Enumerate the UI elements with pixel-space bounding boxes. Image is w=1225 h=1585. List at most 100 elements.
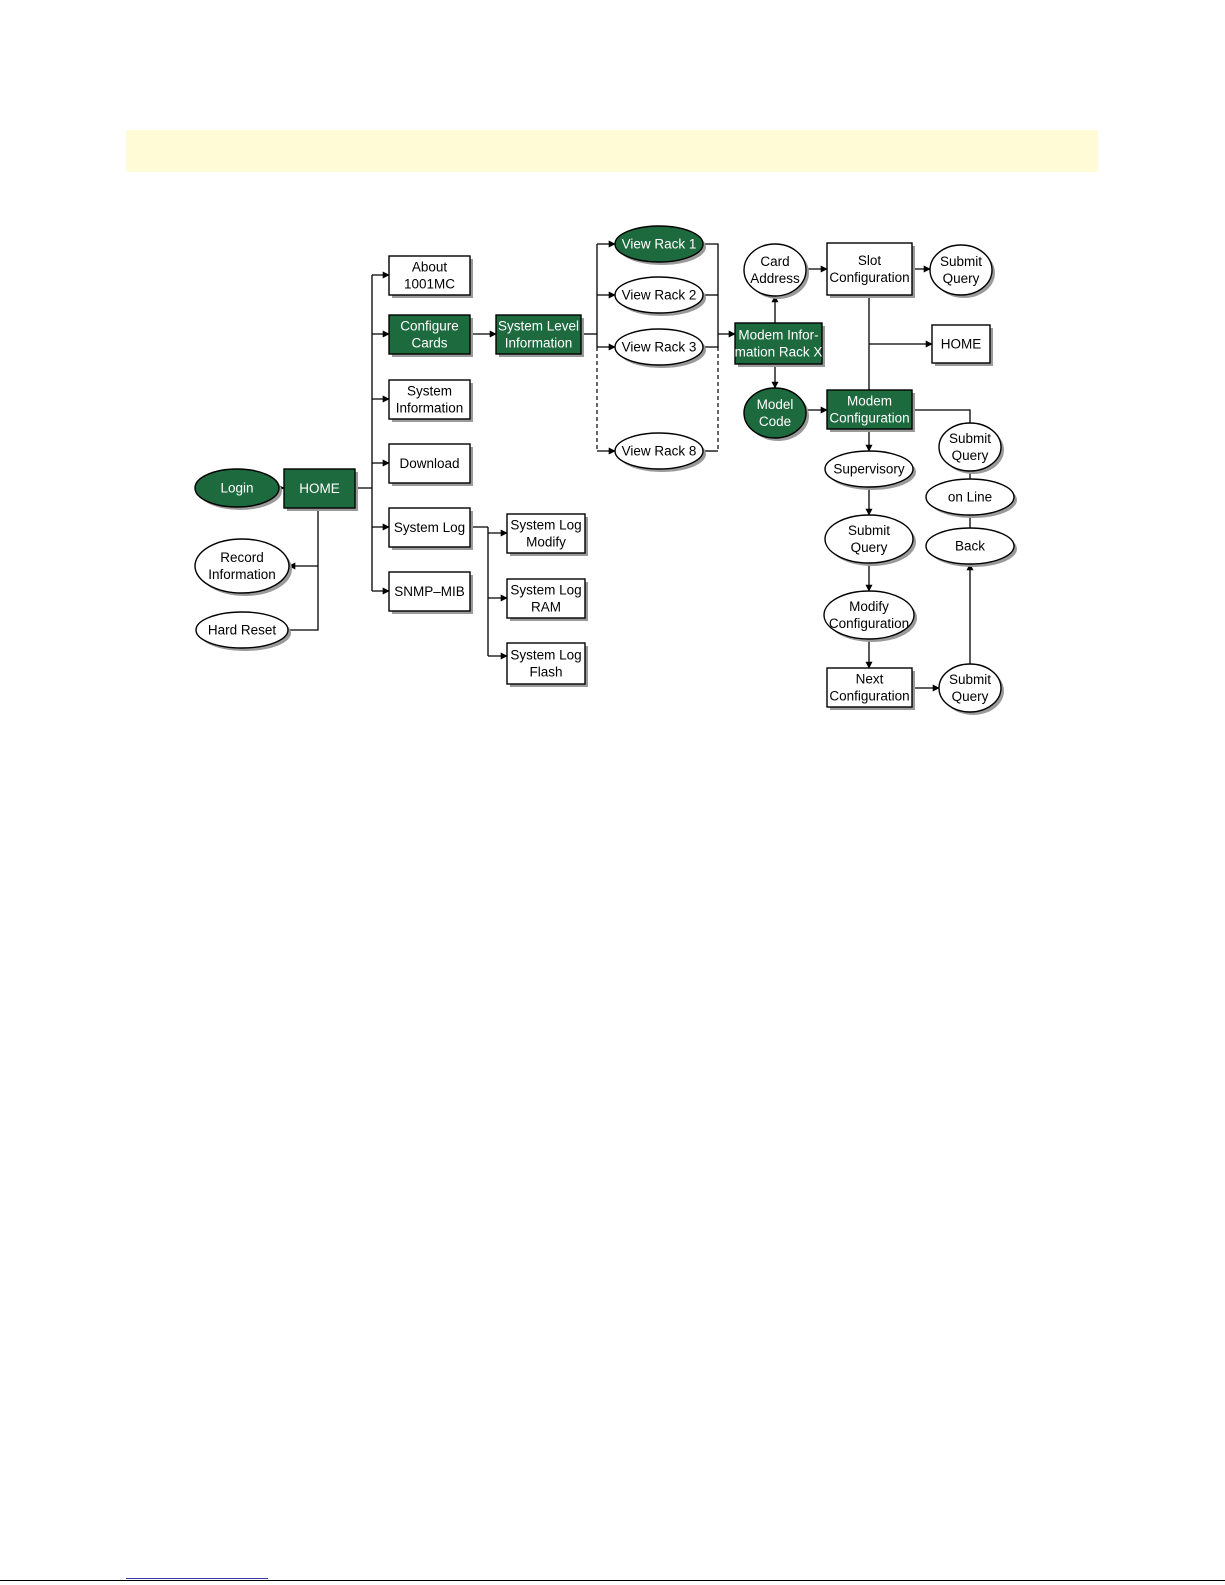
node-about: About 1001MC (388, 255, 473, 298)
node-label: Configuration (829, 411, 909, 426)
node-rack3: View Rack 3 (614, 328, 706, 368)
node-box (495, 314, 582, 355)
node-label: Configure (400, 319, 459, 334)
node-home2: HOME (931, 324, 993, 366)
node-label: Download (399, 456, 459, 471)
node-label: View Rack 2 (622, 288, 697, 303)
node-label: About (412, 260, 448, 275)
node-label: 1001MC (404, 277, 455, 292)
node-label: RAM (531, 600, 561, 615)
node-hardreset: Hard Reset (195, 611, 291, 651)
node-box (283, 468, 356, 509)
node-label: mation Rack X (735, 345, 823, 360)
node-box (506, 642, 586, 685)
node-label: Card (760, 254, 789, 269)
node-label: Information (396, 401, 464, 416)
connectors (277, 240, 974, 692)
node-label: Query (943, 271, 980, 286)
node-modeminfo: Modem Infor-mation Rack X (734, 322, 825, 367)
node-label: Modify (849, 599, 889, 614)
node-box (826, 667, 913, 708)
node-label: View Rack 1 (622, 237, 697, 252)
node-label: Code (759, 414, 791, 429)
node-ellipse (938, 422, 1002, 472)
node-syslog: System Log (388, 507, 473, 550)
node-label: HOME (941, 337, 982, 352)
node-label: Query (851, 540, 888, 555)
node-box (388, 571, 471, 612)
node-label: System Log (510, 583, 581, 598)
node-label: Configuration (829, 689, 909, 704)
node-label: Submit (848, 523, 890, 538)
node-ellipse (194, 538, 290, 594)
node-label: Modem Infor- (738, 328, 818, 343)
node-ellipse (614, 432, 704, 470)
node-online: on Line (925, 478, 1017, 518)
node-box (388, 507, 471, 548)
node-label: SNMP–MIB (394, 584, 465, 599)
node-ellipse (614, 328, 704, 366)
node-back: Back (925, 527, 1017, 567)
node-label: Supervisory (833, 462, 905, 477)
node-ellipse (925, 527, 1015, 565)
node-label: System Log (510, 648, 581, 663)
node-label: Query (952, 448, 989, 463)
node-rack1: View Rack 1 (614, 225, 706, 265)
node-label: Modem (847, 394, 892, 409)
node-ellipse (195, 611, 289, 649)
node-label: Flash (529, 665, 562, 680)
header-banner (126, 130, 1098, 172)
node-snmp: SNMP–MIB (388, 571, 473, 614)
node-box (388, 443, 471, 484)
node-label: System Level (498, 319, 579, 334)
node-rack2: View Rack 2 (614, 276, 706, 316)
node-label: Information (505, 336, 573, 351)
node-ellipse (824, 450, 914, 488)
node-box (506, 513, 586, 554)
connector-line (288, 508, 319, 631)
node-label: Query (952, 689, 989, 704)
node-ellipse (614, 276, 704, 314)
node-box (388, 314, 471, 355)
node-ellipse (743, 387, 807, 439)
node-box (826, 389, 913, 430)
node-label: Slot (858, 253, 882, 268)
node-box (388, 255, 471, 296)
node-label: Next (856, 672, 884, 687)
node-label: View Rack 3 (622, 340, 697, 355)
node-ellipse (925, 478, 1015, 516)
node-label: View Rack 8 (622, 444, 697, 459)
node-ellipse (824, 514, 914, 564)
node-label: on Line (948, 490, 992, 505)
node-label: Submit (940, 254, 982, 269)
node-box (931, 324, 991, 364)
node-ellipse (938, 663, 1002, 713)
node-label: Submit (949, 672, 991, 687)
node-ellipse (614, 225, 704, 263)
node-label: Cards (411, 336, 447, 351)
node-label: Address (750, 271, 800, 286)
node-label: Configuration (829, 270, 909, 285)
node-ellipse (823, 590, 915, 640)
footer-link-line (126, 1578, 268, 1579)
node-ellipse (929, 244, 993, 296)
node-box (506, 578, 586, 619)
node-download: Download (388, 443, 473, 486)
node-box (734, 322, 823, 365)
node-home: HOME (283, 468, 358, 511)
